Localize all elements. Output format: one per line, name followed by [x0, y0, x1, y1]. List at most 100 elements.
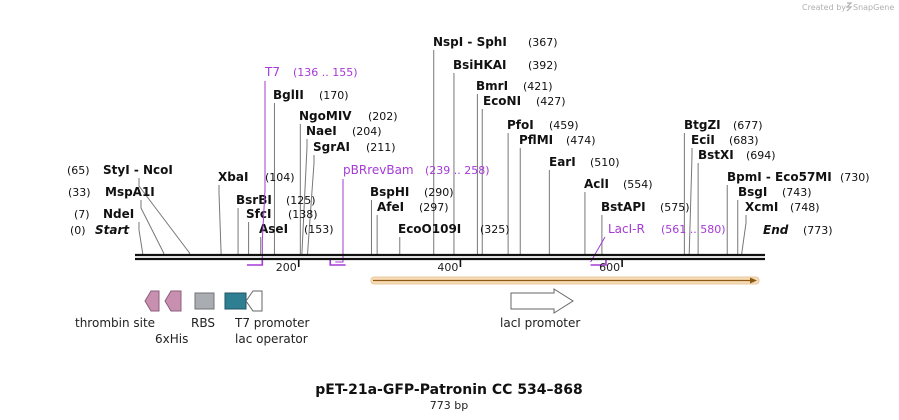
- site-position-bglii: (170): [319, 89, 349, 102]
- site-name-econi: EcoNI: [483, 94, 521, 108]
- site-leader-mspa1i: [140, 200, 165, 254]
- feature-lac-operator: [245, 290, 263, 312]
- site-name-naei: NaeI: [306, 124, 337, 138]
- site-position-bsrbi: (125): [286, 194, 316, 207]
- feature-label-laci-promoter: lacI promoter: [500, 316, 580, 330]
- site-leader-xcmi: [741, 215, 747, 254]
- site-name-bsphi: BspHI: [370, 185, 409, 199]
- site-position-pfoi: (459): [549, 119, 579, 132]
- primer-leader-t7: [261, 81, 266, 262]
- site-name-bstxi: BstXI: [698, 148, 734, 162]
- site-name-sgrai: SgrAI: [313, 140, 350, 154]
- site-name-pfoi: PfoI: [507, 118, 534, 132]
- site-position-ecii: (683): [729, 134, 759, 147]
- site-name-ngomiv: NgoMIV: [299, 109, 352, 123]
- site-position-bpmi-eco57mi: (730): [840, 171, 870, 184]
- site-position-bstapi: (575): [660, 201, 690, 214]
- site-name-nspi-sphi: NspI - SphI: [433, 35, 507, 49]
- site-position-btgzi: (677): [733, 119, 763, 132]
- site-leader-sgrai: [307, 155, 315, 254]
- site-position-bsihkai: (392): [528, 59, 558, 72]
- feature-label-6xhis: 6xHis: [155, 332, 188, 346]
- site-position-afei: (297): [419, 201, 449, 214]
- site-position-bsphi: (290): [424, 186, 454, 199]
- primer-leader-laci-r: [590, 236, 606, 263]
- feature-label-lac-operator: lac operator: [235, 332, 308, 346]
- primer-bar-laci-r: [590, 260, 607, 266]
- site-position-styi-ncoi: (65): [67, 164, 90, 177]
- site-name-eari: EarI: [549, 155, 576, 169]
- site-position-nspi-sphi: (367): [528, 36, 558, 49]
- brand-name: SnapGene: [853, 3, 894, 12]
- map-title: pET-21a-GFP-Patronin CC 534–868: [315, 382, 583, 398]
- feature-lacI-promoter: [510, 288, 574, 314]
- ruler-label-400: 400: [437, 261, 458, 274]
- primer-range-laci-r: (561 .. 580): [661, 223, 726, 236]
- primer-leader-pbrrevbam: [335, 179, 344, 263]
- feature-6xHis: [164, 290, 182, 312]
- ruler-label-600: 600: [599, 261, 620, 274]
- feature-label-t7-promoter: T7 promoter: [234, 316, 310, 330]
- feature-t7-promoter: [224, 292, 247, 310]
- map-length: 773 bp: [430, 399, 468, 412]
- feature-thrombin-site: [144, 290, 160, 312]
- site-name-sfci: SfcI: [246, 207, 271, 221]
- end-label: End: [763, 223, 789, 237]
- site-leader-xbai: [218, 185, 222, 254]
- site-name-xbai: XbaI: [218, 170, 248, 184]
- site-position-ecoo109i: (325): [480, 223, 510, 236]
- start-label: Start: [95, 223, 130, 237]
- site-position-ngomiv: (202): [368, 110, 398, 123]
- site-name-pflmi: PflMI: [519, 133, 553, 147]
- feature-label-rbs: RBS: [191, 316, 215, 330]
- site-name-acli: AclI: [584, 177, 609, 191]
- site-leader-styi-ncoi: [138, 178, 191, 254]
- snapgene-logo-icon: [845, 2, 853, 12]
- start-position: (0): [70, 224, 86, 237]
- site-position-bstxi: (694): [746, 149, 776, 162]
- site-leader-ecii: [688, 148, 693, 254]
- site-position-bmri: (421): [523, 80, 553, 93]
- site-name-bsgi: BsgI: [738, 185, 767, 199]
- end-position: (773): [803, 224, 833, 237]
- site-position-eari: (510): [590, 156, 620, 169]
- site-name-xcmi: XcmI: [745, 200, 778, 214]
- site-position-acli: (554): [623, 178, 653, 191]
- primer-bar-pbrrevbam: [329, 260, 346, 266]
- site-name-ecoo109i: EcoO109I: [398, 222, 461, 236]
- site-name-btgzi: BtgZI: [684, 118, 721, 132]
- site-position-pflmi: (474): [566, 134, 596, 147]
- site-position-sfci: (138): [288, 208, 318, 221]
- site-name-bsihkai: BsiHKAI: [453, 58, 507, 72]
- backbone: [135, 253, 765, 261]
- site-name-mspa1i: MspA1I: [105, 185, 155, 199]
- site-name-afei: AfeI: [377, 200, 404, 214]
- primer-range-t7: (136 .. 155): [293, 66, 358, 79]
- orf-arrow: [370, 276, 760, 285]
- feature-label-thrombin-site: thrombin site: [75, 316, 155, 330]
- primer-name-laci-r: LacI-R: [608, 222, 645, 236]
- site-name-bsrbi: BsrBI: [236, 193, 272, 207]
- site-position-xbai: (104): [265, 171, 295, 184]
- credit-text: Created by: [802, 3, 846, 12]
- site-name-ecii: EciI: [691, 133, 715, 147]
- site-position-mspa1i: (33): [68, 186, 91, 199]
- site-position-ndei: (7): [74, 208, 90, 221]
- primer-name-t7: T7: [264, 65, 280, 79]
- site-position-bsgi: (743): [782, 186, 812, 199]
- site-position-sgrai: (211): [366, 141, 396, 154]
- site-position-asei: (153): [304, 223, 334, 236]
- primer-name-pbrrevbam: pBRrevBam: [343, 163, 414, 177]
- site-position-naei: (204): [352, 125, 382, 138]
- site-name-bstapi: BstAPI: [601, 200, 646, 214]
- site-name-bmri: BmrI: [476, 79, 508, 93]
- site-leader-naei: [301, 139, 308, 254]
- site-position-econi: (427): [536, 95, 566, 108]
- site-name-styi-ncoi: StyI - NcoI: [103, 163, 173, 177]
- primer-bar-t7: [246, 260, 264, 266]
- feature-rbs: [194, 292, 215, 310]
- site-name-bpmi-eco57mi: BpmI - Eco57MI: [727, 170, 832, 184]
- site-position-xcmi: (748): [790, 201, 820, 214]
- site-name-asei: AseI: [259, 222, 288, 236]
